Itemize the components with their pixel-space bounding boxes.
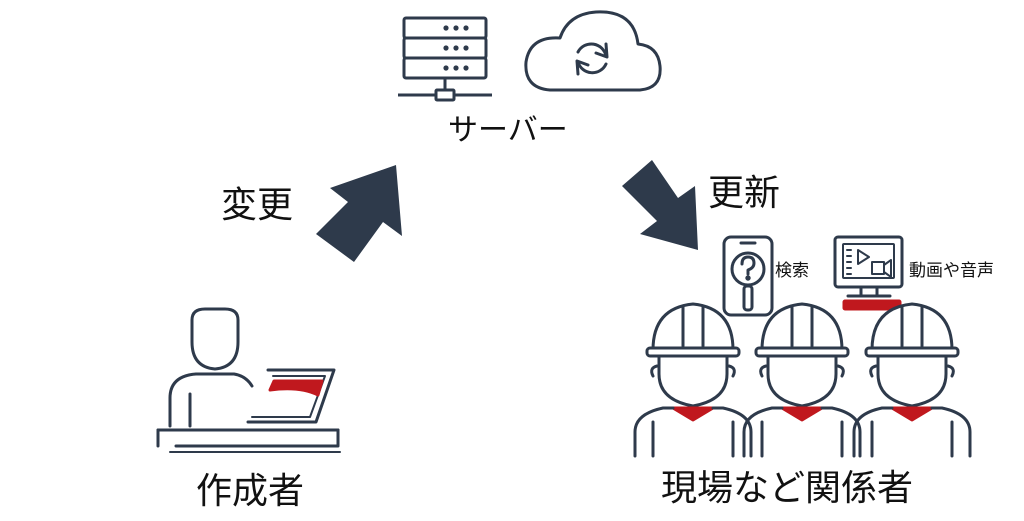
arrow-up-right-icon bbox=[316, 165, 402, 262]
worker-helmet-icon bbox=[852, 302, 972, 458]
server-label: サーバー bbox=[448, 113, 568, 148]
author-with-tablet-icon bbox=[156, 307, 341, 453]
smartphone-search-icon bbox=[722, 235, 774, 317]
update-label: 更新 bbox=[708, 173, 781, 214]
change-label: 変更 bbox=[221, 185, 294, 226]
search-label: 検索 bbox=[775, 261, 809, 281]
worker-helmet-icon bbox=[633, 302, 753, 458]
media-label: 動画や音声 bbox=[909, 261, 994, 281]
monitor-video-icon bbox=[833, 235, 904, 311]
site-people-label: 現場など関係者 bbox=[661, 468, 914, 509]
author-label: 作成者 bbox=[196, 471, 305, 512]
cloud-sync-icon bbox=[524, 10, 662, 92]
server-icon bbox=[398, 16, 492, 102]
worker-helmet-icon bbox=[742, 302, 862, 458]
arrow-down-right-icon bbox=[622, 160, 698, 250]
